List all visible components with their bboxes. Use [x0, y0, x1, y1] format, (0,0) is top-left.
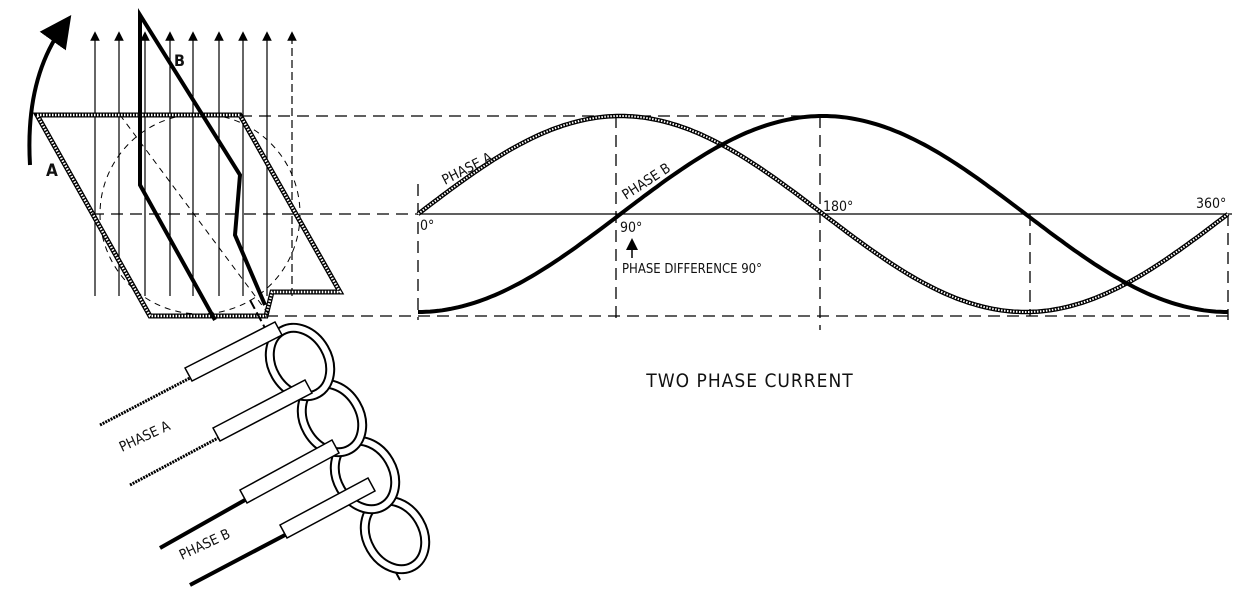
- field-lines: [90, 31, 297, 296]
- lead-phase-a-2: [129, 436, 219, 487]
- lead-phase-b-1: [159, 498, 246, 550]
- rotation-arrow-icon: [27, 14, 72, 166]
- coil-a: [32, 112, 345, 319]
- brushes: [99, 320, 377, 587]
- phase-b-curve: [418, 114, 1228, 314]
- slip-rings: [249, 299, 431, 581]
- coil-a-label: A: [46, 161, 58, 181]
- curve-label-phase-a: PHASE A: [440, 150, 496, 189]
- coil-b-label: B: [174, 51, 185, 70]
- tick-0: 0°: [420, 218, 434, 234]
- diagram-title: TWO PHASE CURRENT: [645, 370, 853, 392]
- lead-phase-b-2: [189, 533, 286, 587]
- phase-difference-annotation: PHASE DIFFERENCE 90°: [622, 262, 762, 277]
- tick-90: 90°: [620, 220, 642, 236]
- tick-180: 180°: [823, 199, 853, 215]
- coil-b: [138, 8, 267, 321]
- lead-phase-a-1: [99, 376, 191, 427]
- tick-360: 360°: [1196, 196, 1226, 212]
- lead-label-phase-a: PHASE A: [117, 418, 173, 456]
